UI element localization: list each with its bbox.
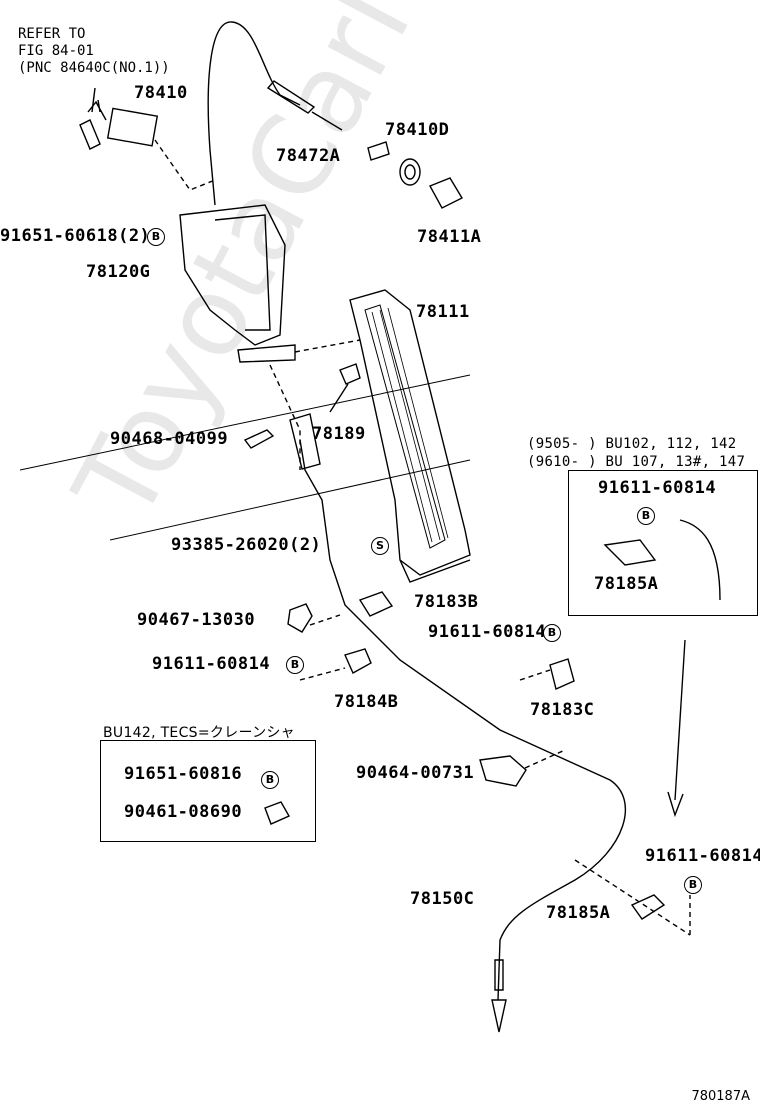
badge-b: B [684, 876, 702, 894]
figure-id: 780187A [691, 1089, 750, 1104]
label-91611-60814-right: 91611-60814 [428, 622, 547, 642]
inset-left-title: BU142, TECS=クレーンシャ [103, 725, 295, 741]
badge-b: B [543, 624, 561, 642]
label-78150C: 78150C [410, 889, 475, 909]
inset-right-part-1: 91611-60814 [598, 478, 717, 498]
inset-left-box [100, 740, 316, 842]
accelerator-pedal [349, 289, 471, 576]
label-90468-04099: 90468-04099 [110, 429, 229, 449]
inset-right-box [568, 470, 758, 616]
reference-line-1: REFER TO [18, 26, 86, 42]
label-78183C: 78183C [530, 700, 595, 720]
reference-line-3: (PNC 84640C(NO.1)) [18, 60, 170, 76]
label-91651-60618: 91651-60618(2) [0, 226, 151, 246]
label-78120G: 78120G [86, 262, 151, 282]
sensor-body [106, 107, 159, 147]
inset-left-part-1: 91651-60816 [124, 764, 243, 784]
badge-b: B [261, 771, 279, 789]
badge-b: B [286, 656, 304, 674]
knob-78411A [429, 177, 463, 209]
inset-left-part-2: 90461-08690 [124, 802, 243, 822]
cable-end-fitting [266, 80, 316, 114]
label-78184B: 78184B [334, 692, 399, 712]
label-78183B: 78183B [414, 592, 479, 612]
label-90464-00731: 90464-00731 [356, 763, 475, 783]
label-78410: 78410 [134, 83, 188, 103]
bracket-78120G [179, 204, 286, 346]
label-93385-26020: 93385-26020(2) [171, 535, 322, 555]
label-78111: 78111 [416, 302, 470, 322]
label-78472A: 78472A [276, 146, 341, 166]
label-90467-13030: 90467-13030 [137, 610, 256, 630]
main-cable-78150C [299, 439, 626, 1001]
badge-s: S [371, 537, 389, 555]
label-78185A-lower: 78185A [546, 903, 611, 923]
label-91611-60814-lower: 91611-60814 [645, 846, 760, 866]
label-78189: 78189 [312, 424, 366, 444]
clip-78410D [399, 158, 421, 186]
reference-note: REFER TO FIG 84-01 (PNC 84640C(NO.1)) [18, 26, 170, 77]
upper-cable [207, 21, 301, 206]
stopper-78189 [329, 363, 361, 413]
inset-right-part-2: 78185A [594, 574, 659, 594]
inset-right-line-1: (9505- ) BU102, 112, 142 [527, 436, 737, 452]
inset-right-line-2: (9610- ) BU 107, 13#, 147 [527, 454, 746, 470]
reference-line-2: FIG 84-01 [18, 43, 94, 59]
label-78411A: 78411A [417, 227, 482, 247]
badge-b: B [147, 228, 165, 246]
badge-b: B [637, 507, 655, 525]
label-78410D: 78410D [385, 120, 450, 140]
label-91611-60814-left: 91611-60814 [152, 654, 271, 674]
